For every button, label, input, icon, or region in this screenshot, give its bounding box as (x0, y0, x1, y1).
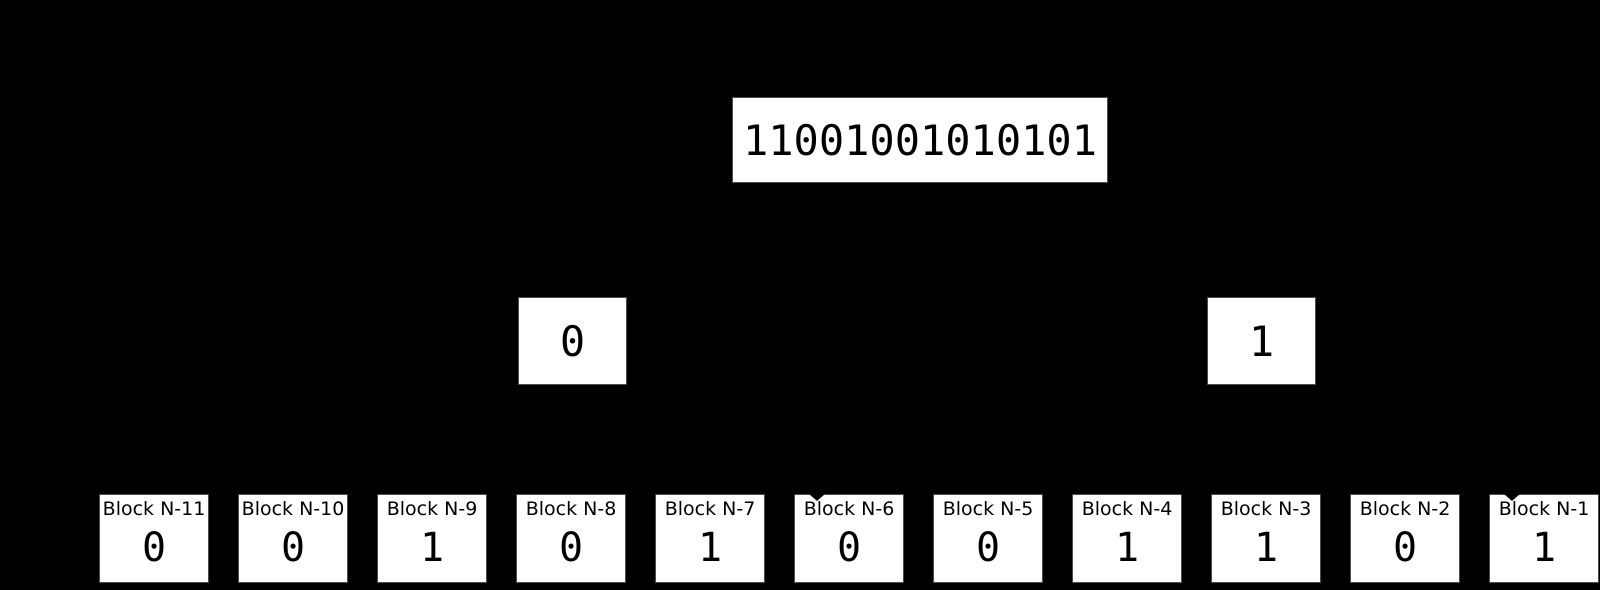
block-value: 0 (280, 525, 306, 571)
arrowhead-notch-icon (1504, 494, 1520, 501)
block-box: Block N-8 0 (516, 494, 626, 583)
bit-string-box: 11001001010101 (732, 97, 1108, 183)
block-label: Block N-5 (942, 498, 1034, 520)
block-label: Block N-9 (386, 498, 478, 520)
block-label: Block N-11 (102, 498, 206, 520)
block-label: Block N-6 (803, 498, 895, 520)
block-box: Block N-4 1 (1072, 494, 1182, 583)
middle-bit-box-right: 1 (1207, 297, 1316, 385)
middle-bit-value-left: 0 (559, 316, 586, 366)
block-box: Block N-11 0 (99, 494, 209, 583)
block-box: Block N-6 0 (794, 494, 904, 583)
block-label: Block N-1 (1498, 498, 1590, 520)
block-value: 0 (975, 525, 1001, 571)
block-value: 0 (558, 525, 584, 571)
block-value: 0 (141, 525, 167, 571)
block-box: Block N-2 0 (1350, 494, 1460, 583)
block-box: Block N-5 0 (933, 494, 1043, 583)
block-label: Block N-10 (241, 498, 345, 520)
block-box: Block N-9 1 (377, 494, 487, 583)
block-box: Block N-7 1 (655, 494, 765, 583)
block-value: 0 (836, 525, 862, 571)
block-value: 0 (1392, 525, 1418, 571)
block-value: 1 (697, 525, 723, 571)
middle-bit-value-right: 1 (1248, 316, 1275, 366)
block-box: Block N-3 1 (1211, 494, 1321, 583)
arrowhead-notch-icon (809, 494, 825, 501)
block-box: Block N-1 1 (1489, 494, 1599, 583)
block-label: Block N-3 (1220, 498, 1312, 520)
block-label: Block N-4 (1081, 498, 1173, 520)
block-box: Block N-10 0 (238, 494, 348, 583)
block-value: 1 (1531, 525, 1557, 571)
block-label: Block N-7 (664, 498, 756, 520)
block-value: 1 (419, 525, 445, 571)
block-value: 1 (1253, 525, 1279, 571)
block-value: 1 (1114, 525, 1140, 571)
middle-bit-box-left: 0 (518, 297, 627, 385)
block-label: Block N-2 (1359, 498, 1451, 520)
bit-string-value: 11001001010101 (742, 115, 1097, 165)
block-label: Block N-8 (525, 498, 617, 520)
